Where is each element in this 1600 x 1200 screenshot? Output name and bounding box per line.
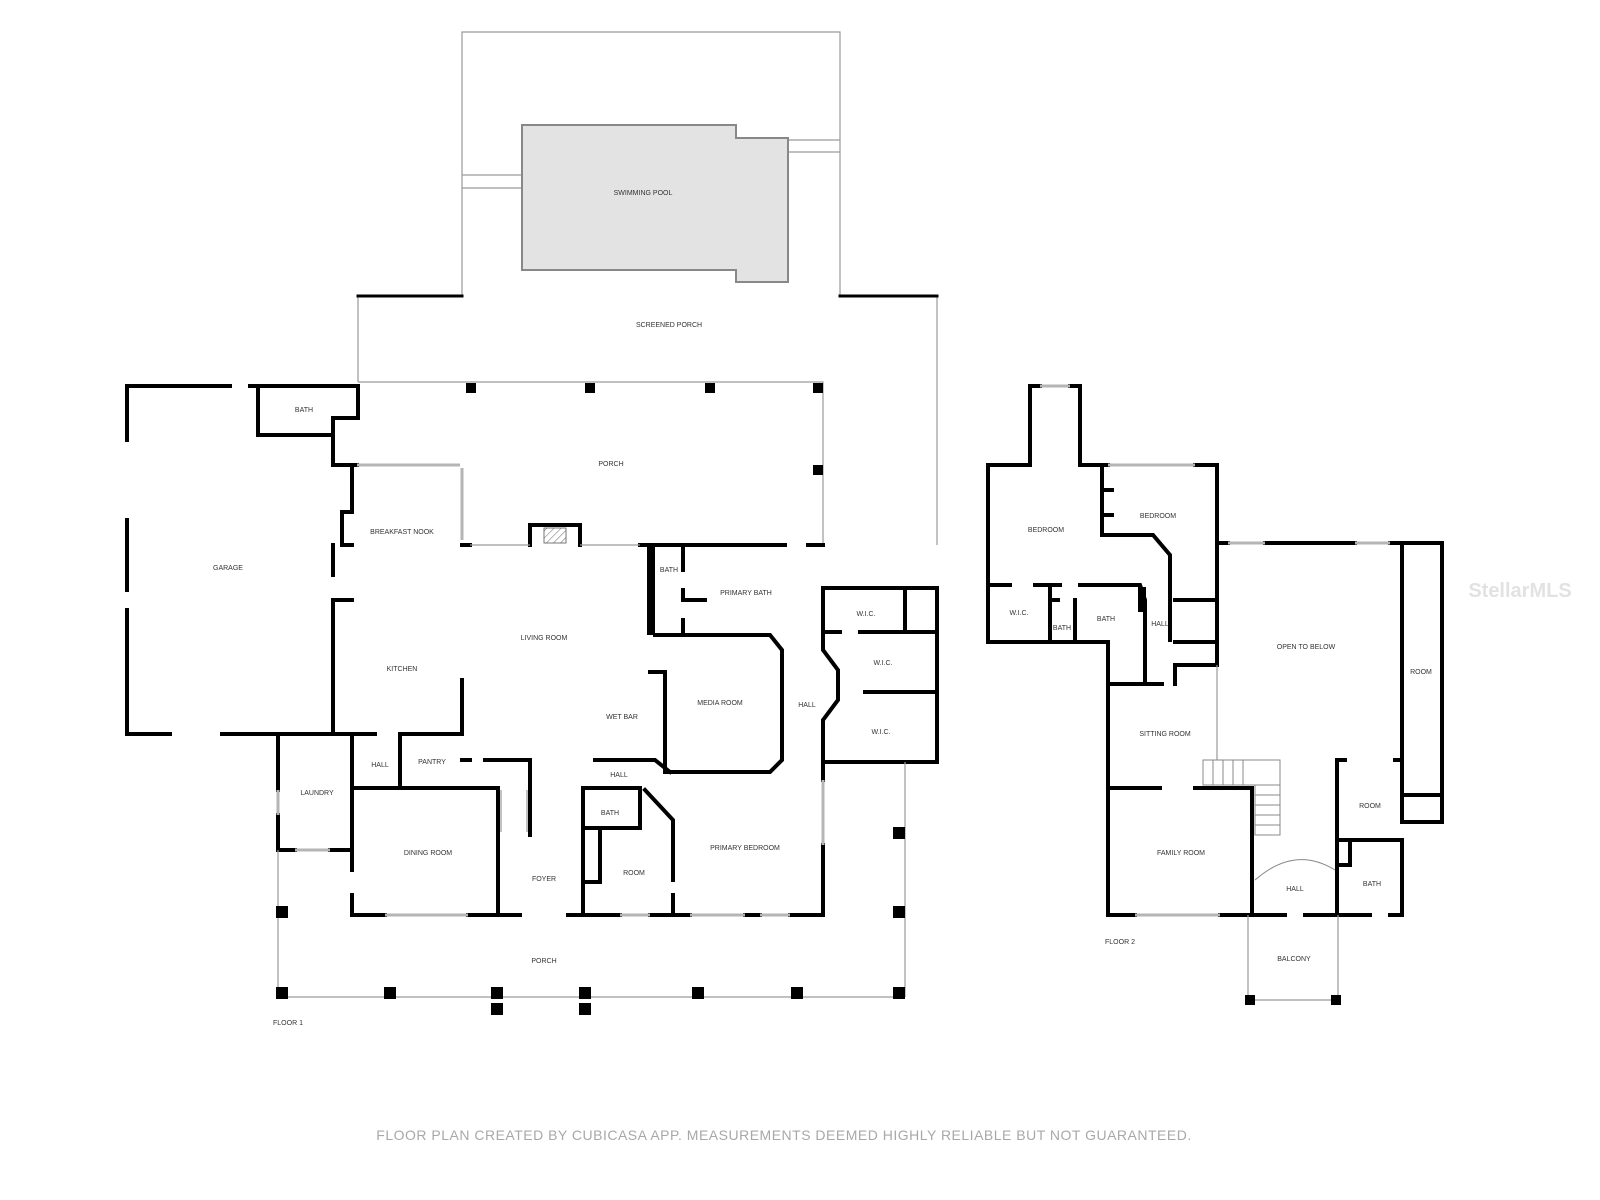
- room-label: BATH: [601, 810, 619, 817]
- room-label: BATH: [1097, 616, 1115, 623]
- footer-disclaimer: FLOOR PLAN CREATED BY CUBICASA APP. MEAS…: [376, 1127, 1191, 1143]
- room-label: BATH: [660, 567, 678, 574]
- room-label: ROOM: [1359, 803, 1381, 810]
- floor-2-labels: BEDROOM BEDROOM W.I.C. BATH BATH HALL OP…: [1009, 513, 1432, 963]
- room-label: ROOM: [623, 870, 645, 877]
- room-label: DINING ROOM: [404, 850, 452, 857]
- room-label: HALL: [610, 772, 628, 779]
- room-label: BEDROOM: [1140, 513, 1176, 520]
- room-label: ROOM: [1410, 669, 1432, 676]
- staircase: [1202, 759, 1336, 881]
- room-label: LAUNDRY: [300, 790, 334, 797]
- watermark: StellarMLS: [1468, 580, 1571, 602]
- room-label: GARAGE: [213, 565, 243, 572]
- room-label: FAMILY ROOM: [1157, 850, 1205, 857]
- room-label: MEDIA ROOM: [697, 700, 743, 707]
- room-label: BATH: [295, 407, 313, 414]
- room-label: FOYER: [532, 876, 556, 883]
- room-label: SWIMMING POOL: [614, 190, 673, 197]
- room-label: PORCH: [531, 958, 556, 965]
- floor-2-plan: [986, 384, 1444, 1005]
- floor-1-plan: [125, 31, 939, 1015]
- room-label: SCREENED PORCH: [636, 322, 702, 329]
- room-label: WET BAR: [606, 714, 638, 721]
- room-label: PORCH: [598, 461, 623, 468]
- room-label: HALL: [798, 702, 816, 709]
- room-label: W.I.C.: [1009, 610, 1028, 617]
- room-label: HALL: [371, 762, 389, 769]
- room-label: PRIMARY BATH: [720, 590, 772, 597]
- room-label: BALCONY: [1277, 956, 1311, 963]
- room-label: SITTING ROOM: [1139, 731, 1191, 738]
- room-label: KITCHEN: [387, 666, 418, 673]
- room-label: W.I.C.: [873, 660, 892, 667]
- room-label: PANTRY: [418, 759, 446, 766]
- room-label: HALL: [1286, 886, 1304, 893]
- floor-1-label: FLOOR 1: [273, 1020, 303, 1027]
- porch-posts: [276, 827, 905, 1015]
- room-label: LIVING ROOM: [521, 635, 568, 642]
- room-label: PRIMARY BEDROOM: [710, 845, 780, 852]
- room-label: BATH: [1363, 881, 1381, 888]
- room-label: BATH: [1053, 625, 1071, 632]
- floor-1-labels: SWIMMING POOL SCREENED PORCH BATH PORCH …: [213, 190, 893, 1027]
- room-label: BREAKFAST NOOK: [370, 529, 434, 536]
- swimming-pool: [521, 124, 789, 283]
- room-label: W.I.C.: [856, 611, 875, 618]
- room-label: HALL: [1151, 621, 1169, 628]
- room-label: OPEN TO BELOW: [1277, 644, 1336, 651]
- room-label: BEDROOM: [1028, 527, 1064, 534]
- floor-1-walls: [125, 384, 939, 997]
- floor-2-label: FLOOR 2: [1105, 939, 1135, 946]
- room-label: W.I.C.: [871, 729, 890, 736]
- screened-porch-outline: [356, 31, 939, 545]
